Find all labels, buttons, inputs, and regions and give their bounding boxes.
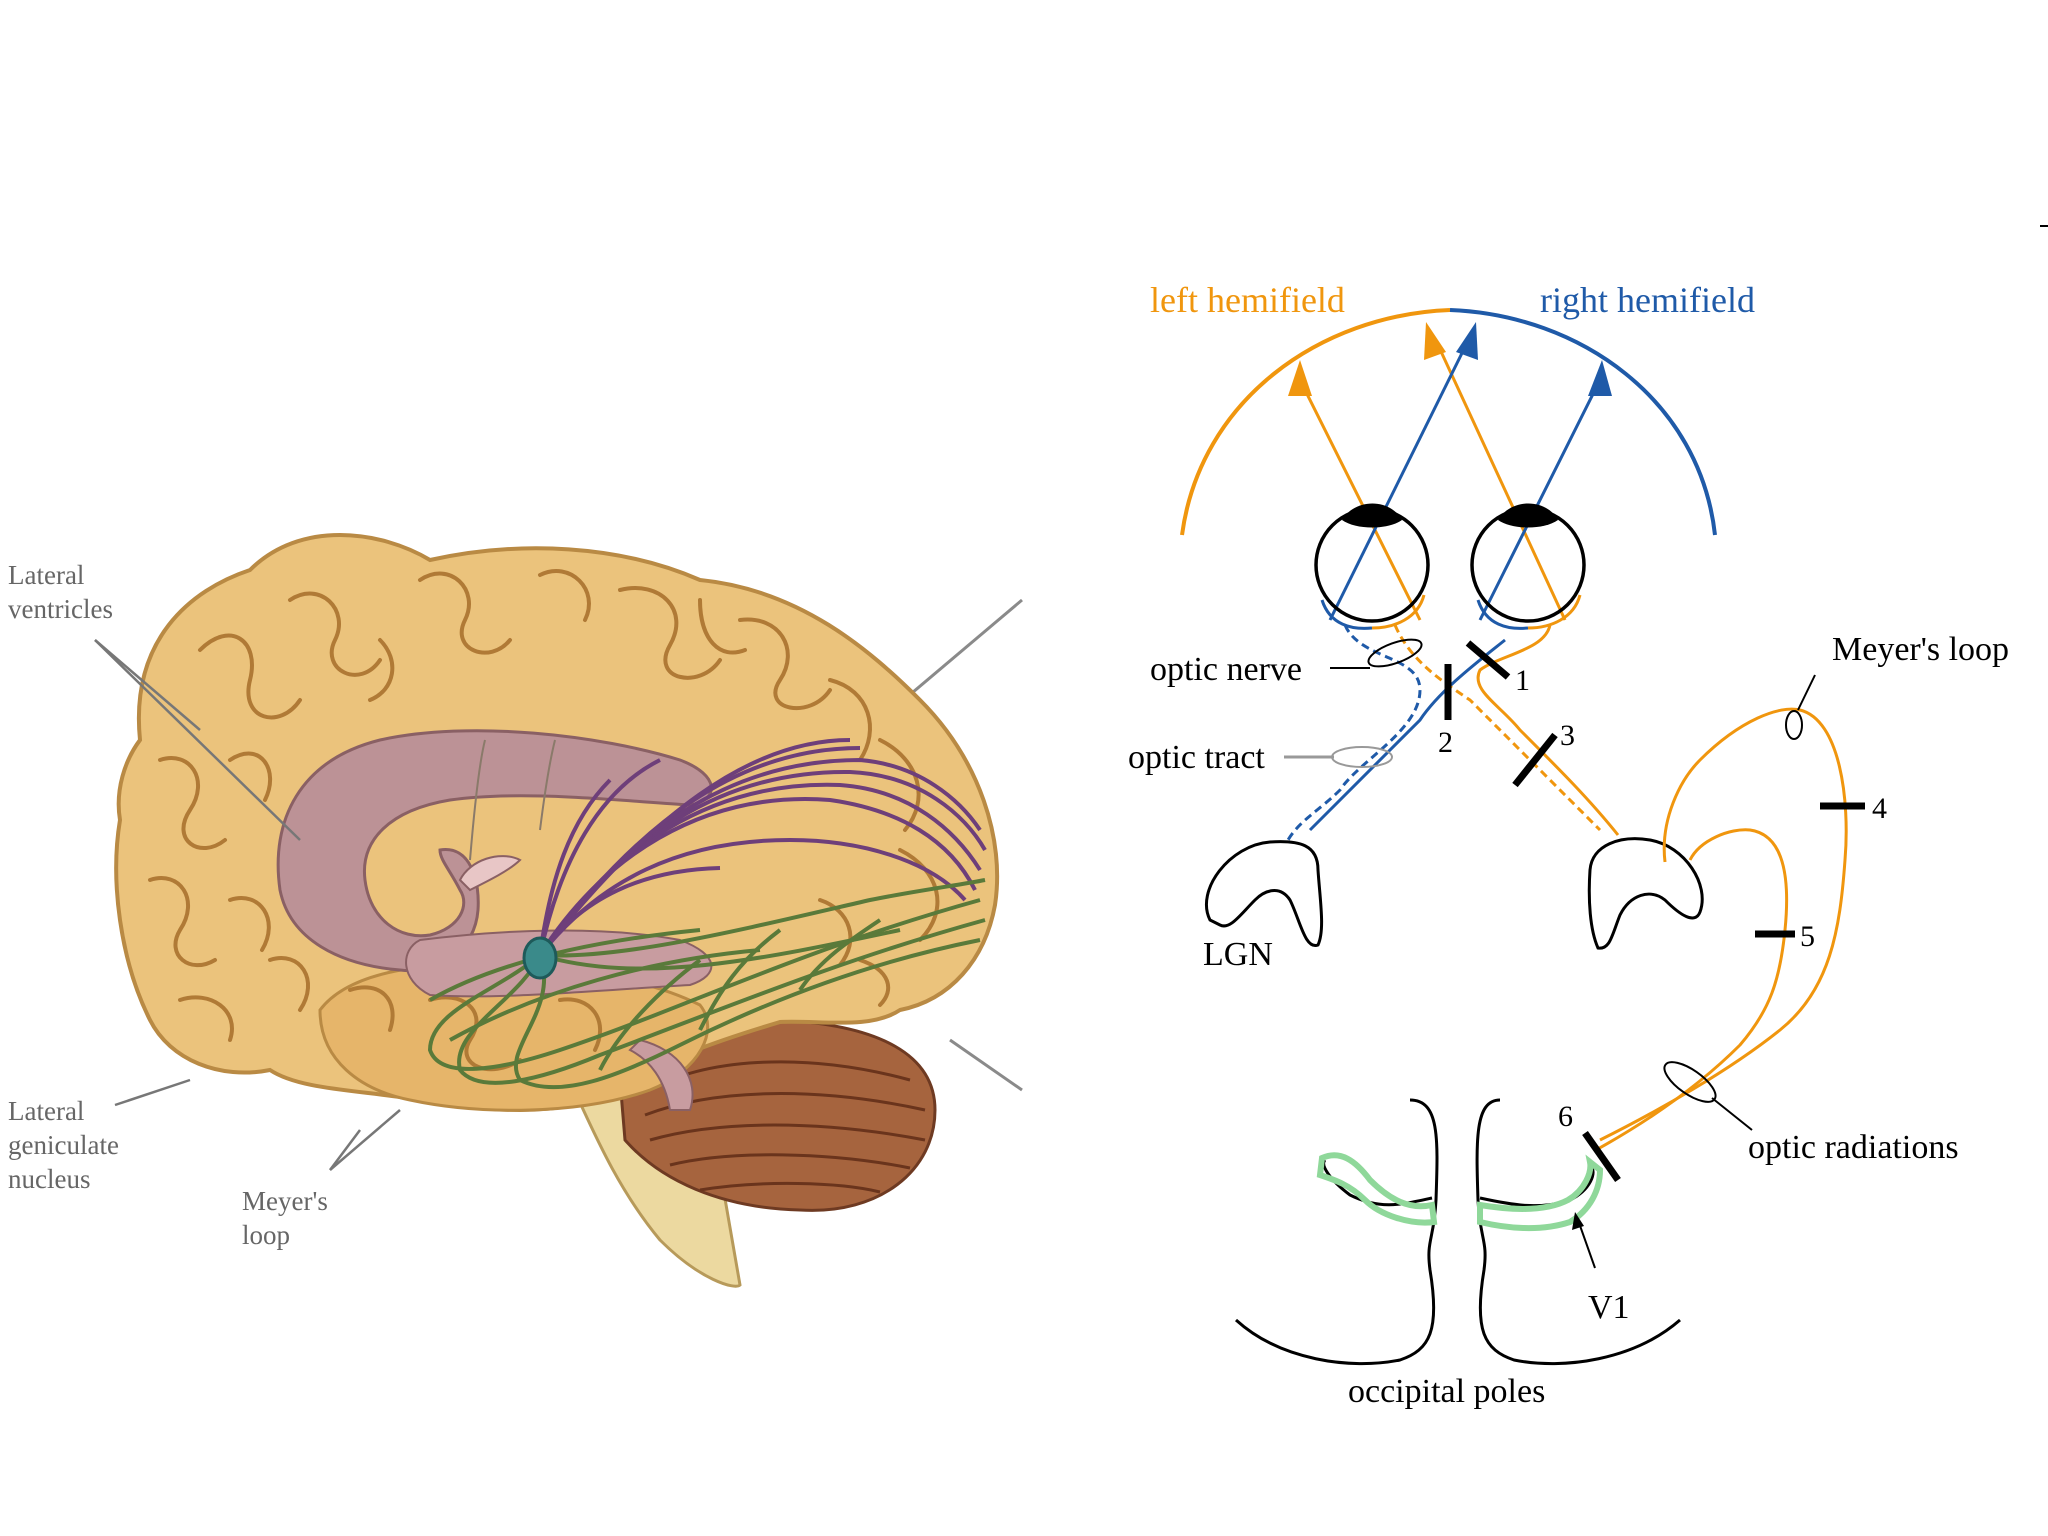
label-left-hemifield: left hemifield [1150,280,1345,320]
lesion-labels: 1 2 3 4 5 6 [1438,664,1887,1133]
optic-radiations-marker [1663,1061,1717,1103]
label-meyers-loop: Meyer's loop [1832,631,2009,668]
ray-orange-right-eye [1436,344,1567,621]
label-lgn: LGN [1203,936,1273,973]
right-calcarine [1479,1163,1595,1208]
arrowhead-blue-center [1456,322,1478,360]
arrowhead-orange-left [1288,360,1312,396]
right-retina-blue [1476,599,1529,630]
ventricle-inner [458,855,522,892]
optic-nerve-marker [1367,638,1423,668]
lesion-5-label: 5 [1800,920,1815,953]
left-hemifield-arc [1180,308,1451,536]
ray-blue-left-eye [1328,344,1468,621]
lesion-4-label: 4 [1872,792,1887,825]
left-lgn-shape [1204,840,1324,947]
label-brain-meyers-loop: Meyer's loop [242,1186,335,1250]
label-v1: V1 [1588,1289,1630,1326]
optic-radiation-upper [538,738,987,957]
label-optic-tract: optic tract [1128,739,1265,776]
lesion-3-label: 3 [1560,719,1575,752]
label-lateral-ventricles-line2: ventricles [8,594,113,624]
label-optic-nerve: optic nerve [1150,651,1302,688]
right-occipital-pole [1475,1098,1681,1366]
arrowhead-blue-right [1588,360,1612,396]
label-brain-meyers-loop-line2: loop [242,1220,290,1250]
label-optic-radiations: optic radiations [1748,1129,1959,1166]
optic-radiations-leader [1711,1097,1753,1131]
right-hemifield-arc [1449,308,1717,536]
brain-illustration: Lateral ventricles Lateral geniculate nu… [8,533,1023,1288]
meyers-loop-path [1599,707,1848,1142]
right-eye [1470,503,1586,623]
cortical-gyri [148,569,940,1072]
label-occipital-poles: occipital poles [1348,1373,1545,1410]
left-occipital-pole [1234,1098,1439,1366]
lesion-2-label: 2 [1438,726,1453,759]
label-lateral-geniculate-nucleus: Lateral geniculate nucleus [8,1096,126,1194]
v1-left [1316,1152,1438,1226]
meyers-loop-marker [1785,710,1803,740]
left-cornea-icon [1342,503,1402,528]
lesion-markers [1444,640,1865,1183]
thalamic-fibers [469,739,556,861]
label-lgn-line2: geniculate [8,1130,119,1160]
lesion-6-bar [1582,1130,1621,1183]
v1-right [1477,1154,1604,1232]
fiber-right-nasal-blue [1308,638,1506,832]
brain-pointer-line [949,1038,1023,1092]
brain-leader-lines [94,639,401,1171]
lesion-3-bar [1512,732,1558,788]
ray-arrowheads [1288,322,1612,396]
lgn-nucleus [522,936,558,980]
label-lateral-ventricles: Lateral ventricles [8,560,113,624]
label-lgn-line3: nucleus [8,1164,90,1194]
meyers-loop-leader [1797,674,1816,711]
ray-blue-right-eye [1478,379,1602,621]
optic-radiation-path [1595,828,1789,1152]
right-retina-orange [1527,594,1582,630]
light-rays [1298,344,1602,621]
ray-orange-left-eye [1298,379,1422,621]
left-eye [1314,503,1430,623]
fiber-right-temporal-orange [1476,624,1620,836]
label-lateral-ventricles-line1: Lateral [8,560,84,590]
lateral-ventricle [276,729,713,973]
left-retina-orange [1371,594,1426,630]
left-retina-blue [1320,599,1373,630]
right-cornea-icon [1498,503,1558,528]
label-brain-meyers-loop-line1: Meyer's [242,1186,328,1216]
optic-radiation-lower [427,878,986,1090]
right-lgn-shape [1587,837,1704,950]
v1-pointer [1577,1219,1596,1269]
lesion-1-bar [1465,640,1511,680]
label-lgn-line1: Lateral [8,1096,84,1126]
lesion-6-label: 6 [1558,1100,1573,1133]
label-right-hemifield: right hemifield [1540,280,1755,320]
visual-pathway-diagram: left hemifield right hemifield [1128,225,2048,1410]
lesion-1-label: 1 [1515,664,1530,697]
fiber-left-temporal-blue-dashed [1286,624,1422,841]
v1-pointer-arrowhead [1572,1212,1584,1230]
